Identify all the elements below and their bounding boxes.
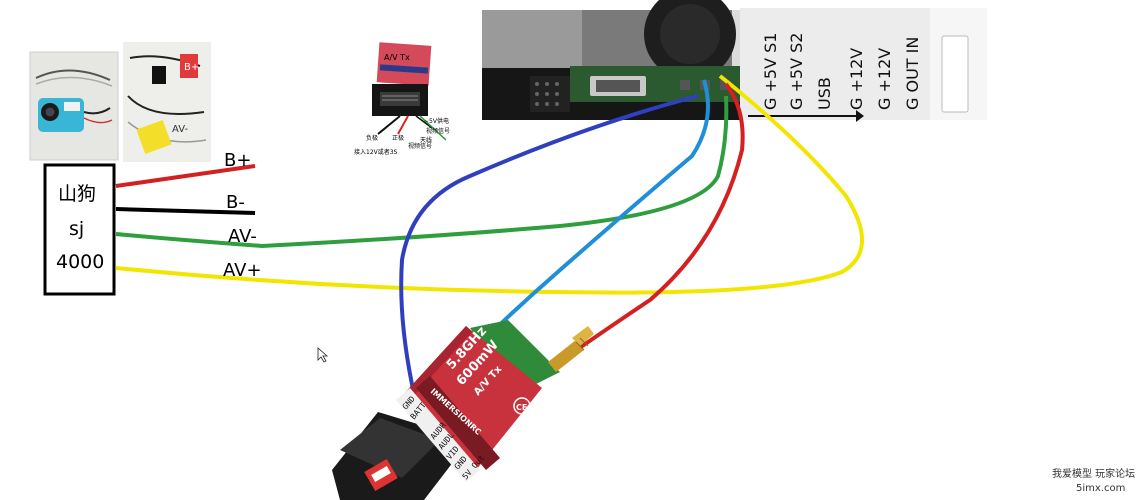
- camera-box-line1: 山狗: [58, 183, 96, 205]
- watermark-line1: 我爱模型 玩家论坛: [1052, 467, 1135, 480]
- mini-vtx-note-5: 天线: [420, 136, 432, 144]
- cable-photo: B+ AV-: [123, 42, 211, 162]
- wire-b-minus: [115, 207, 256, 215]
- wire-blue: [399, 94, 699, 395]
- wire-av-minus-green: [115, 95, 729, 249]
- label-b-plus: B+: [224, 150, 251, 171]
- cursor-icon: [317, 347, 329, 363]
- tag-av-minus-text: AV-: [172, 124, 188, 135]
- label-av-minus: AV-: [228, 226, 257, 247]
- panel-label-out-in: G OUT IN: [903, 37, 922, 110]
- label-b-minus: B-: [226, 192, 245, 213]
- camera-box-line3: 4000: [56, 251, 104, 273]
- panel-label-12v-a: G +12V: [847, 48, 866, 110]
- wire-av-plus-yellow: [115, 74, 864, 295]
- mini-vtx-note-4: 正极: [392, 134, 404, 142]
- label-av-plus: AV+: [223, 260, 262, 281]
- camera-box: 山狗 sj 4000: [43, 163, 116, 296]
- red-tag-icon: [180, 54, 198, 78]
- mini-vtx-note-7: 视频信号: [408, 142, 432, 150]
- panel-label-s1: G +5V S1: [761, 33, 780, 110]
- mini-vtx-top-label: A/V Tx: [384, 53, 410, 62]
- camera-box-line2: sj: [69, 218, 84, 240]
- tag-b-plus-text: B+: [184, 62, 199, 73]
- panel-label-usb: USB: [815, 77, 834, 110]
- panel-label-12v-b: G +12V: [875, 48, 894, 110]
- vtx-board: CE 5.8GHz 600mW A/V Tx IMMERSIONRC GND B…: [332, 320, 594, 500]
- camera-photo: [29, 51, 119, 161]
- mini-vtx-note-2: 视频信号: [426, 127, 450, 135]
- connector-icon: [152, 66, 166, 84]
- pin-header: [530, 76, 570, 112]
- ce-mark-icon: CE: [516, 403, 527, 412]
- mini-vtx-note-1: ~5V供电: [424, 117, 449, 125]
- watermark-line2: 5imx.com: [1076, 483, 1125, 494]
- mini-vtx-photo: A/V Tx ~5V供电 视频信号 负极 正极 天线 接入12V或者3S 视频信…: [330, 42, 470, 162]
- panel-label-s2: G +5V S2: [787, 33, 806, 110]
- yellow-tag-icon: [136, 119, 172, 155]
- mini-vtx-note-6: 接入12V或者3S: [354, 148, 398, 156]
- wire-b-plus: [115, 164, 256, 188]
- antenna-connector-icon: [548, 326, 594, 372]
- watermark: 我爱模型 玩家论坛 5imx.com: [1052, 467, 1135, 494]
- mini-vtx-note-3: 负极: [366, 134, 378, 142]
- controller-panel-photo: G +5V S1 G +5V S2 USB G +12V G +12V G OU…: [482, 0, 987, 122]
